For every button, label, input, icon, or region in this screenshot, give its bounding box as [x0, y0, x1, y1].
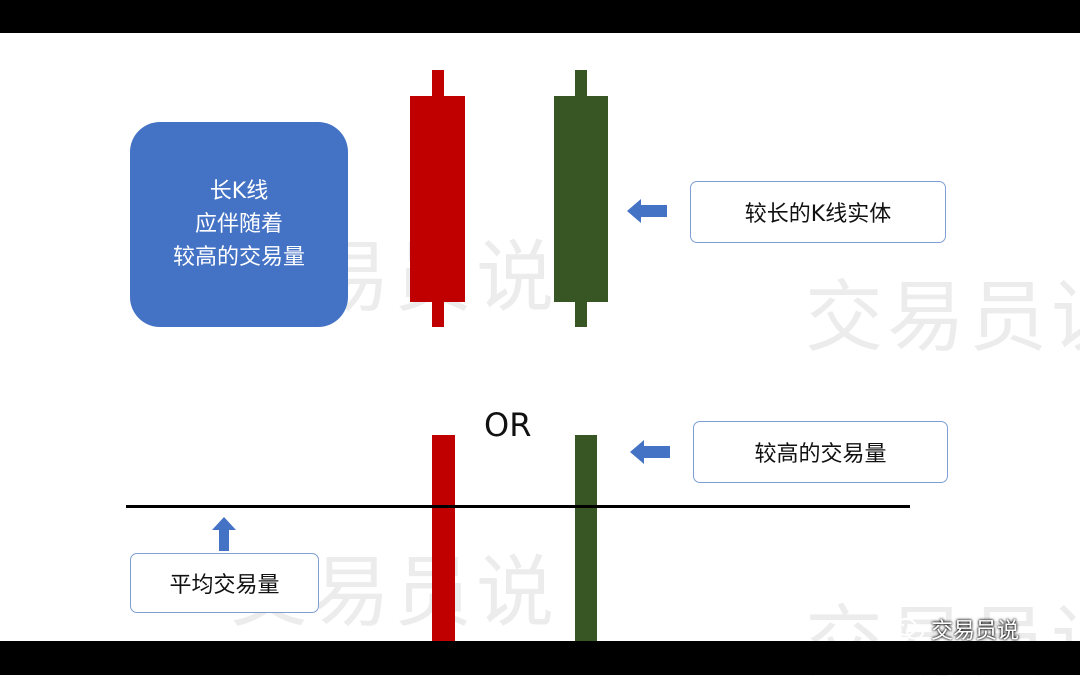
- red-candle-upper-wick: [432, 70, 444, 98]
- green-candle-lower-wick: [575, 300, 587, 327]
- arrow-up-icon: [212, 517, 236, 551]
- average-volume-line: [126, 505, 910, 508]
- arrow-left-icon: [627, 199, 667, 223]
- brand-text: 交易员说: [931, 619, 1020, 644]
- watermark: 交易员说: [805, 273, 1080, 363]
- green-volume-bar: [575, 435, 597, 641]
- top-letterbox-bar: [0, 0, 1080, 33]
- body-label-box: 较长的K线实体: [690, 181, 946, 243]
- bottom-letterbox-bar: [0, 641, 1080, 675]
- brand-watermark: 交易员说: [895, 613, 1019, 645]
- volume-label-box: 较高的交易量: [693, 421, 948, 483]
- or-text: OR: [484, 406, 532, 444]
- red-volume-bar: [432, 435, 455, 641]
- green-candle-upper-wick: [575, 70, 587, 98]
- red-candle-lower-wick: [432, 300, 444, 327]
- average-label-box: 平均交易量: [130, 553, 319, 613]
- average-label-text: 平均交易量: [169, 573, 280, 598]
- info-box-line-2: 应伴随着: [194, 212, 283, 237]
- info-box-line-1: 长K线: [209, 179, 269, 204]
- volume-label-text: 较高的交易量: [754, 442, 887, 467]
- info-box-line-3: 较高的交易量: [172, 245, 305, 270]
- body-label-text: 较长的K线实体: [744, 202, 892, 227]
- green-candle-body: [554, 96, 608, 302]
- red-candle-body: [410, 96, 465, 302]
- arrow-left-icon: [630, 440, 670, 464]
- info-box: 长K线 应伴随着 较高的交易量: [130, 122, 348, 327]
- wechat-icon: [895, 618, 924, 640]
